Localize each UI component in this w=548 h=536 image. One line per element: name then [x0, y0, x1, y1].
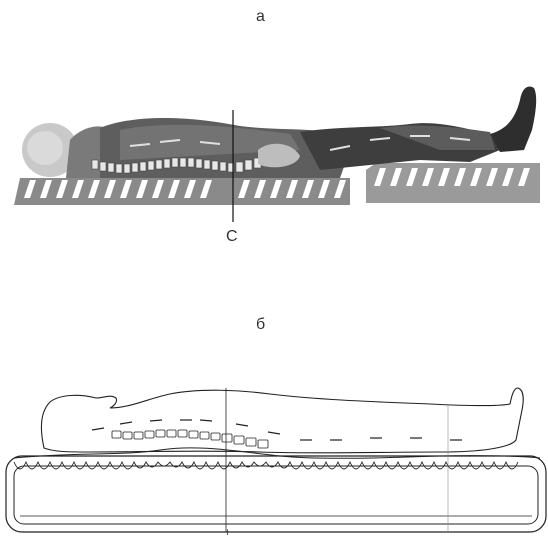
- panel-a-illustration: [14, 87, 540, 223]
- panel-b-label: б: [256, 316, 265, 334]
- circulation-arrows-b: [92, 420, 462, 440]
- left-support-block: [14, 178, 350, 205]
- mattress-inner-frame: [14, 466, 538, 524]
- axis-label-c: С: [226, 228, 238, 246]
- panel-b-illustration: [6, 388, 546, 532]
- bottom-mark: ı: [226, 527, 229, 536]
- right-support-block: [366, 163, 540, 203]
- patient-outline-b: [42, 388, 524, 453]
- spine-outline-b: [112, 430, 268, 448]
- mattress-outer-frame: [6, 456, 546, 532]
- panel-a-label: а: [256, 8, 265, 26]
